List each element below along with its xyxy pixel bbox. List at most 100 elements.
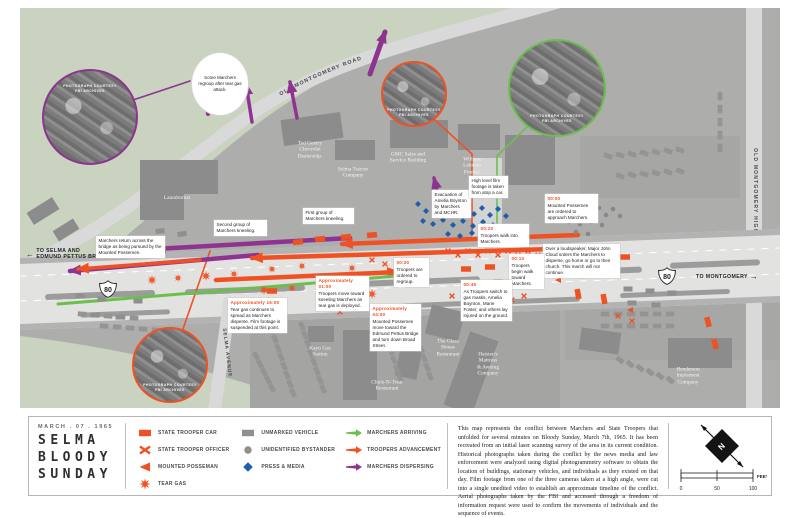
building-label: Selma Tractor Company (337, 166, 369, 179)
parked-car (426, 371, 435, 381)
buildings-layer (26, 111, 732, 408)
marchers-dispersing-icon (346, 463, 363, 471)
parked-car (675, 146, 685, 154)
parked-car (99, 323, 109, 329)
legend-label: UNIDENTIFIED BYSTANDER (261, 447, 336, 453)
callout-timestamp: Approximately 04:00 (372, 306, 408, 317)
tear-gas-marker (348, 264, 356, 272)
compass-scale-graphic: N 0 50 100 FEET (680, 424, 767, 492)
state-trooper-car-marker (704, 316, 712, 328)
unmarked-vehicle-marker (115, 314, 125, 320)
route-number: 80 (663, 274, 671, 281)
legend-label: MARCHERS DISPERSING (367, 464, 434, 470)
press-media-marker (479, 205, 485, 211)
callout-text: As Troopers switch to gas masks, Amelia … (463, 288, 509, 318)
press-media-marker (445, 231, 451, 237)
trooper-officer-icon (139, 445, 151, 455)
legend-item-press-media: PRESS & MEDIA (239, 461, 335, 473)
parked-car (600, 323, 610, 329)
tear-gas-marker (174, 274, 182, 282)
legend-label: MARCHERS ARRIVING (367, 430, 427, 436)
parked-car (615, 355, 625, 365)
building-label: Haisten's Mattress & Awning Company (476, 351, 500, 377)
building (394, 342, 424, 380)
parked-car (423, 362, 432, 372)
parked-car (396, 373, 405, 383)
callout-timestamp: Approximately 01:00 (318, 278, 354, 289)
tear-gas-icon (139, 478, 151, 490)
parked-car (255, 359, 265, 369)
marchers-arriving-icon (346, 429, 363, 437)
parked-car (639, 311, 649, 317)
parked-car (316, 375, 325, 385)
press-media-marker (503, 213, 509, 219)
map-description: This map represents the conflict between… (457, 426, 658, 518)
parked-car (271, 334, 280, 344)
building (505, 135, 555, 185)
callout-text: Over a loudspeaker, Major John Cloud ord… (545, 246, 611, 275)
parked-car (639, 323, 649, 329)
parked-car (298, 321, 307, 331)
press-media-marker (460, 218, 466, 224)
east-arrow-icon: → (749, 272, 759, 281)
parked-car (310, 357, 319, 367)
legend-item-troopers-advancement: TROOPERS ADVANCEMENT (345, 444, 441, 456)
tear-gas-marker (288, 284, 296, 292)
press-media-marker (487, 212, 493, 218)
info-panel: MARCH . 07 . 1965 SELMA BLOODY SUNDAY ST… (28, 416, 772, 518)
state-trooper-officer-marker (449, 293, 455, 299)
parked-car (717, 143, 723, 153)
legend-item-unidentified-bystander: UNIDENTIFIED BYSTANDER (239, 444, 335, 456)
mounted-posseman-icon (139, 462, 150, 472)
parked-car (717, 130, 723, 140)
event-callout: Second group of Marchers kneeling. (214, 220, 267, 236)
state-trooper-officer-marker (445, 248, 451, 254)
press-media-marker (471, 211, 477, 217)
parked-car (390, 355, 399, 365)
legend-item-marchers-dispersing: MARCHERS DISPERSING (345, 461, 441, 473)
event-callout: Over a loudspeaker, Major John Cloud ord… (543, 244, 620, 278)
callout-text: Troopers are ordered to regroup. (396, 266, 423, 284)
unmarked-vehicle-marker (90, 312, 100, 318)
parked-car (103, 313, 113, 319)
callout-text: Mounted Possemen move toward the Edmund … (372, 318, 419, 348)
building (458, 124, 500, 150)
callout-timestamp: 00:00 (547, 196, 561, 201)
press-media-marker (440, 217, 446, 223)
trooper-car-icon (139, 429, 151, 437)
parked-car (663, 168, 673, 176)
building (140, 194, 184, 220)
parking-lot-northeast (580, 136, 740, 198)
callout-timestamp: Approximately 16:00 (230, 300, 280, 305)
building-label: GMC Sales and Service Building (389, 151, 427, 164)
troopers-advancement-arrow (75, 258, 202, 274)
legend-item-mounted-posseman: MOUNTED POSSEMAN (136, 461, 229, 473)
tear-gas-marker (230, 270, 238, 278)
parked-car (655, 371, 665, 381)
tear-gas-marker (259, 285, 269, 295)
parked-car (615, 172, 625, 180)
building-label: Chick-N-Treat Restaurant (371, 379, 403, 392)
building (335, 140, 375, 160)
parked-car (665, 375, 675, 385)
tear-gas-marker (367, 289, 377, 299)
state-trooper-officer-marker (629, 318, 635, 324)
press-media-marker (495, 206, 501, 212)
legend-label: TROOPERS ADVANCEMENT (367, 447, 441, 453)
event-callout: First group of Marchers kneeling. (303, 208, 354, 224)
state-trooper-car-marker (267, 288, 277, 294)
scale-100: 100 (749, 486, 758, 492)
parked-car (112, 324, 122, 330)
press-media-marker (430, 221, 436, 227)
parked-car (639, 170, 649, 178)
marchers-dispersing-arrow (367, 29, 388, 77)
compass-needle-head (701, 425, 707, 431)
direction-east-label: TO MONTGOMERY → (696, 272, 759, 281)
building-label: Ted Gentry Chevrolet Dealership. (297, 140, 323, 160)
building-label: The Glass House Restaurant (436, 338, 460, 358)
